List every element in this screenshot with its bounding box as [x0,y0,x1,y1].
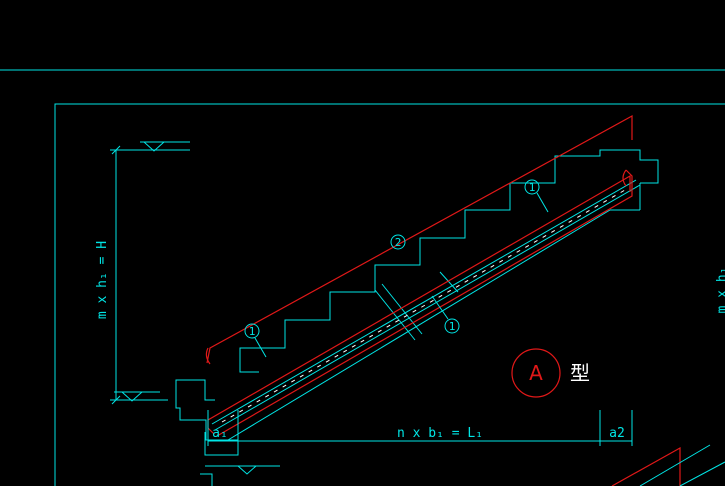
callout-circle-1-mid [444,318,460,334]
callout-bar-2: 2 [390,234,406,250]
slab-thickness-mark [439,271,459,293]
type-circle [511,348,561,398]
callout-bar-1-low: 1 [244,323,267,358]
bar-hook-top [622,169,627,187]
next-flight-rebar [611,446,681,486]
right-height-dimension: m x h₁ [715,267,725,314]
callout-leader-1-mid [431,295,449,320]
stair-steps-profile [239,149,659,372]
callout-text-1-top: 1 [529,181,536,194]
height-dim-tick-bottom [111,395,121,405]
callout-text-1-low: 1 [249,325,256,338]
callout-circle-1-top [524,179,540,195]
bottom-bar-1-inner [216,169,633,437]
section-cut-line-b [381,283,423,335]
callout-text-1-mid: 1 [449,320,456,333]
level-mark-top [142,141,166,152]
callout-circle-1-low [244,323,260,339]
bottom-length-dimension: a₁ n x b₁ = L₁ a2 [200,410,633,486]
frame-border [54,103,725,486]
stair-flight [175,149,659,456]
left-height-dimension: m x h₁ = H [95,141,190,405]
reinforcement [205,114,633,437]
type-label: A 型 [511,348,590,398]
a1-label: a₁ [212,426,228,441]
stair-steps [175,379,239,456]
callout-bar-1-top: 1 [524,179,549,213]
top-bar-2 [206,114,633,364]
next-flight-fragment [611,444,725,486]
slab-soffit [214,184,641,431]
type-letter: A [529,361,543,385]
next-flight-slab-2 [679,461,725,486]
length-dim-label: n x b₁ = L₁ [397,426,483,441]
section-cut-line-a [374,289,416,341]
slab-soffit-inner [211,179,637,425]
slab-bottom [227,209,611,441]
callout-circle-2 [390,234,406,250]
height-dim-label-right: m x h₁ [715,267,725,314]
next-flight-slab [639,444,711,486]
callout-leader-1-top [536,192,549,213]
type-suffix: 型 [570,361,590,385]
a2-label: a2 [609,426,625,441]
bar-hook-bottom [205,347,211,365]
first-step-riser [239,355,259,373]
level-mark-bottom [120,391,144,402]
callout-bar-1-mid: 1 [431,295,460,334]
distribution-bars [221,189,626,423]
callout-leader-1-low [254,337,267,358]
base-ext [200,473,213,486]
height-dim-tick-top [111,145,121,155]
callout-text-2: 2 [395,236,402,249]
level-mark-base [236,465,258,475]
height-dim-label: m x h₁ = H [95,241,110,319]
